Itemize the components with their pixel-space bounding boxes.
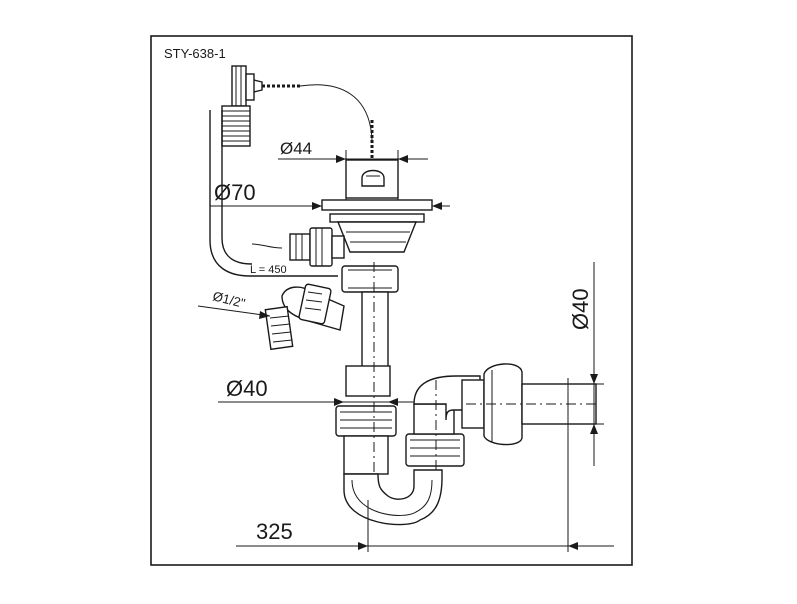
appliance-inlet-thread-label: Ø1/2" [211,288,247,311]
tailpiece-diameter-label: Ø40 [226,376,268,401]
plug-chain [262,84,374,170]
outlet-pipe [461,363,597,446]
basin-waste-diameter-label: Ø70 [214,180,256,205]
overflow-plug [221,65,263,147]
drain-strainer [345,159,399,199]
u-trap-bend [343,469,443,526]
overflow-spring-coil [221,105,251,147]
appliance-inlet [264,283,345,351]
basin-waste-body [321,199,433,253]
dim-trap-offset [236,500,614,552]
model-code-label: STY-638-1 [164,46,226,61]
tail-pipe [335,265,399,475]
trap-offset-label: 325 [256,519,293,544]
drawing-frame [150,35,633,566]
overflow-hose-length-label: L = 450 [250,264,287,276]
outlet-pipe-diameter-label: Ø40 [568,288,593,330]
overflow-connector [289,227,345,267]
drain-outlet-diameter-label: Ø44 [280,139,312,158]
dim-tailpiece [218,398,420,406]
dim-outlet-pipe [578,262,604,466]
overflow-hose [209,110,338,277]
